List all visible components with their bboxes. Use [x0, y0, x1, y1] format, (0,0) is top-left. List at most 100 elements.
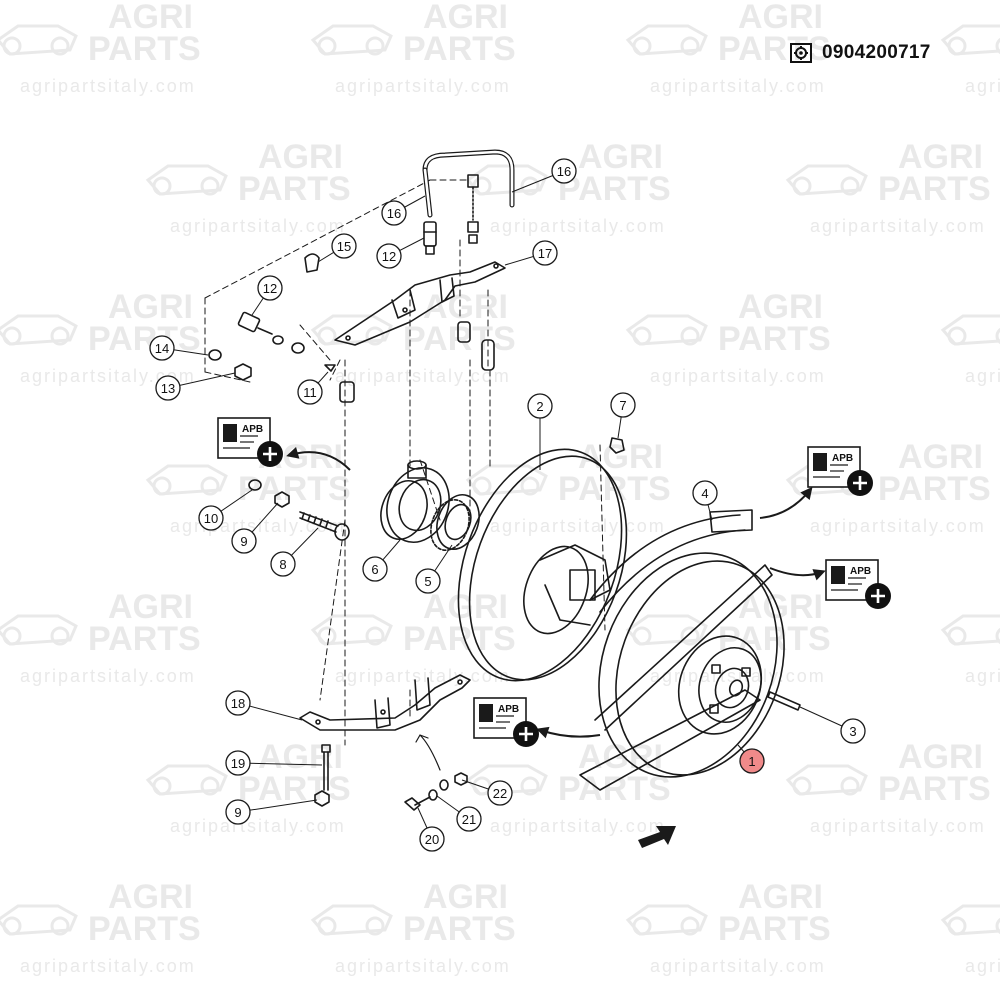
watermark-line1: AGRI — [258, 138, 343, 176]
key-pin-3 — [767, 691, 801, 711]
callout-number: 2 — [536, 399, 543, 414]
watermark-line2: PARTS — [403, 910, 516, 948]
callout-9[interactable]: 9 — [231, 528, 257, 554]
watermark-line1: AGRI — [898, 738, 983, 776]
apb-card-block — [813, 453, 827, 471]
callout-7[interactable]: 7 — [610, 392, 636, 418]
apb-add-icon[interactable]: APB — [473, 697, 601, 747]
callout-2[interactable]: 2 — [527, 393, 553, 419]
assembly-dashed-lines — [204, 179, 606, 746]
callout-5[interactable]: 5 — [415, 568, 441, 594]
callout-number: 11 — [303, 385, 317, 400]
watermark-url: agripartsitaly.com — [335, 366, 511, 386]
callout-16[interactable]: 16 — [551, 158, 577, 184]
nut-9-upper — [274, 491, 290, 508]
callout-number: 7 — [619, 398, 626, 413]
apb-badge-layer[interactable]: APB APB APB APB — [217, 417, 891, 747]
watermark-line1: AGRI — [738, 878, 823, 916]
watermark-line2: PARTS — [878, 170, 991, 208]
callout-16[interactable]: 16 — [381, 200, 407, 226]
callout-circle — [415, 568, 441, 594]
callout-8[interactable]: 8 — [270, 551, 296, 577]
callout-number: 5 — [424, 574, 431, 589]
callout-13[interactable]: 13 — [155, 375, 181, 401]
callout-12[interactable]: 12 — [257, 275, 283, 301]
callout-21[interactable]: 21 — [456, 806, 482, 832]
watermark-line2: PARTS — [403, 320, 516, 358]
apb-card-block — [223, 424, 237, 442]
callout-circle — [840, 718, 866, 744]
callout-number: 17 — [538, 246, 552, 261]
watermark-line1: AGRI — [738, 0, 823, 36]
watermark-line2: PARTS — [238, 170, 351, 208]
watermark-url: agripartsitaly.com — [490, 216, 666, 236]
callout-20[interactable]: 20 — [419, 826, 445, 852]
callout-22[interactable]: 22 — [487, 780, 513, 806]
direction-arrow-icon — [638, 826, 676, 848]
callout-6[interactable]: 6 — [362, 556, 388, 582]
callout-circle — [551, 158, 577, 184]
callout-circle — [739, 748, 765, 774]
callout-14[interactable]: 14 — [149, 335, 175, 361]
callout-circle — [376, 243, 402, 269]
apb-add-icon[interactable]: APB — [217, 417, 351, 471]
watermark-line2: PARTS — [238, 770, 351, 808]
watermark-line2: PARTS — [718, 910, 831, 948]
bearing-5 — [430, 494, 480, 551]
callout-15[interactable]: 15 — [331, 233, 357, 259]
callout-11[interactable]: 11 — [297, 379, 323, 405]
callout-number: 16 — [557, 164, 571, 179]
callout-9[interactable]: 9 — [225, 799, 251, 825]
callout-number: 10 — [204, 511, 218, 526]
watermark-url: agripartsitaly.com — [810, 216, 986, 236]
callout-18[interactable]: 18 — [225, 690, 251, 716]
apb-arrow-head — [800, 486, 813, 500]
apb-add-icon[interactable]: APB — [769, 559, 891, 609]
callout-12[interactable]: 12 — [376, 243, 402, 269]
nut-13 — [234, 363, 252, 381]
callout-1[interactable]: 1 — [739, 748, 765, 774]
nut-22 — [454, 772, 468, 786]
fitting-12-top — [423, 221, 437, 255]
part-code-text: 0904200717 — [822, 42, 931, 63]
watermark-line2: PARTS — [238, 470, 351, 508]
callout-10[interactable]: 10 — [198, 505, 224, 531]
apb-add-icon[interactable]: APB — [759, 446, 873, 519]
watermark-url: agripartsitaly.com — [490, 816, 666, 836]
callout-4[interactable]: 4 — [692, 480, 718, 506]
watermark-line1: AGRI — [108, 0, 193, 36]
callout-17[interactable]: 17 — [532, 240, 558, 266]
watermark-line2: PARTS — [558, 770, 671, 808]
bleeder-screw — [467, 174, 479, 244]
apb-card-block — [831, 566, 845, 584]
callout-number: 18 — [231, 696, 245, 711]
callout-number: 19 — [231, 756, 245, 771]
part-code-box: 0904200717 — [790, 42, 931, 64]
watermark-line2: PARTS — [878, 770, 991, 808]
apb-arrow-head — [286, 447, 300, 459]
callout-3[interactable]: 3 — [840, 718, 866, 744]
watermark-line2: PARTS — [88, 320, 201, 358]
watermark-line2: PARTS — [558, 170, 671, 208]
watermark-line1: AGRI — [578, 738, 663, 776]
watermark-line2: PARTS — [88, 30, 201, 68]
callout-circle — [487, 780, 513, 806]
pulley-1 — [598, 552, 785, 778]
pulley-disc-2 — [457, 448, 628, 682]
leader-line — [237, 762, 323, 766]
callout-number: 12 — [263, 281, 277, 296]
curved-arrow-lower — [415, 734, 441, 771]
watermark-line1: AGRI — [578, 138, 663, 176]
exploded-view-drawing — [204, 149, 801, 811]
callout-19[interactable]: 19 — [225, 750, 251, 776]
apb-card-block — [479, 704, 493, 722]
watermark-line1: AGRI — [423, 588, 508, 626]
